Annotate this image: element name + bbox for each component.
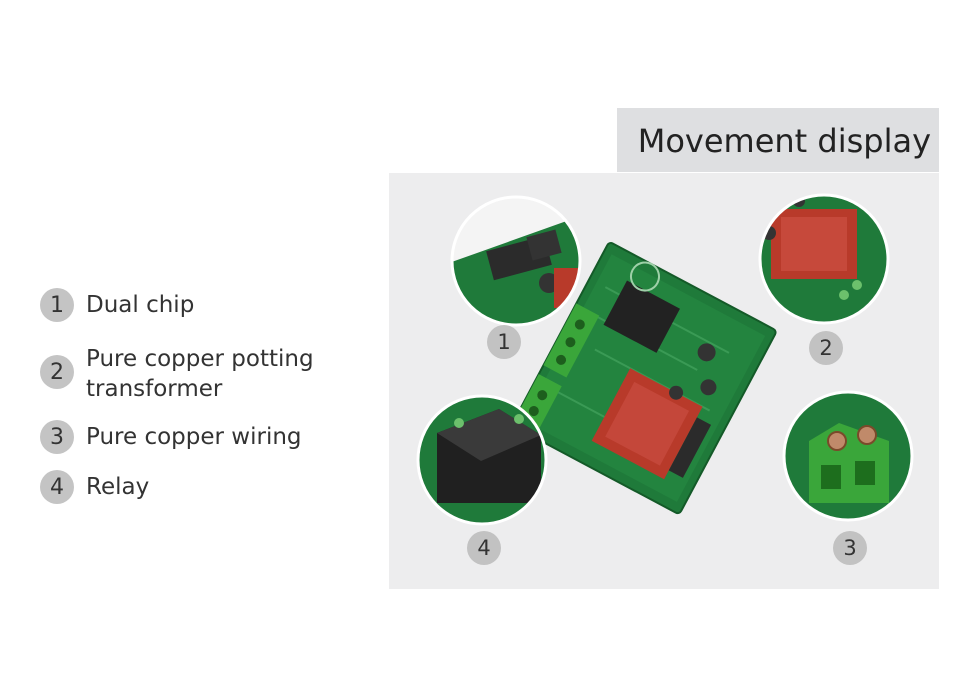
feature-label: Relay [86, 470, 326, 502]
feature-label-line: Pure copper wiring [86, 424, 302, 450]
feature-label-line: Pure copper potting [86, 346, 314, 372]
feature-label-line: Relay [86, 474, 150, 500]
feature-number-badge: 4 [40, 470, 74, 504]
callout-badge: 2 [809, 331, 843, 365]
feature-number-badge: 1 [40, 288, 74, 322]
feature-label: Pure copper wiring [86, 420, 326, 452]
title-banner: Movement display [617, 108, 939, 172]
feature-number-badge: 3 [40, 420, 74, 454]
board-relay [603, 280, 680, 353]
section-title: Movement display [637, 122, 931, 160]
feature-label: Pure copper potting transformer [86, 342, 326, 404]
closeup-relay [416, 394, 548, 526]
feature-item-dual-chip: 1 Dual chip [40, 288, 326, 322]
feature-item-relay: 4 Relay [40, 470, 326, 504]
feature-item-copper-wiring: 3 Pure copper wiring [40, 420, 326, 454]
main-pcb-board [511, 242, 777, 515]
callout-badge: 1 [487, 325, 521, 359]
closeup-terminal-block [782, 390, 914, 522]
product-image-panel: 1 2 3 4 [389, 173, 939, 589]
feature-label-line: transformer [86, 376, 223, 402]
closeup-transformer [758, 193, 890, 325]
feature-label: Dual chip [86, 288, 326, 320]
callout-badge: 4 [467, 531, 501, 565]
product-illustration [416, 193, 914, 526]
closeup-dual-chip [450, 195, 582, 327]
feature-label-line: Dual chip [86, 292, 195, 318]
callout-badge: 3 [833, 531, 867, 565]
feature-item-transformer: 2 Pure copper potting transformer [40, 342, 326, 404]
feature-number-badge: 2 [40, 355, 74, 389]
